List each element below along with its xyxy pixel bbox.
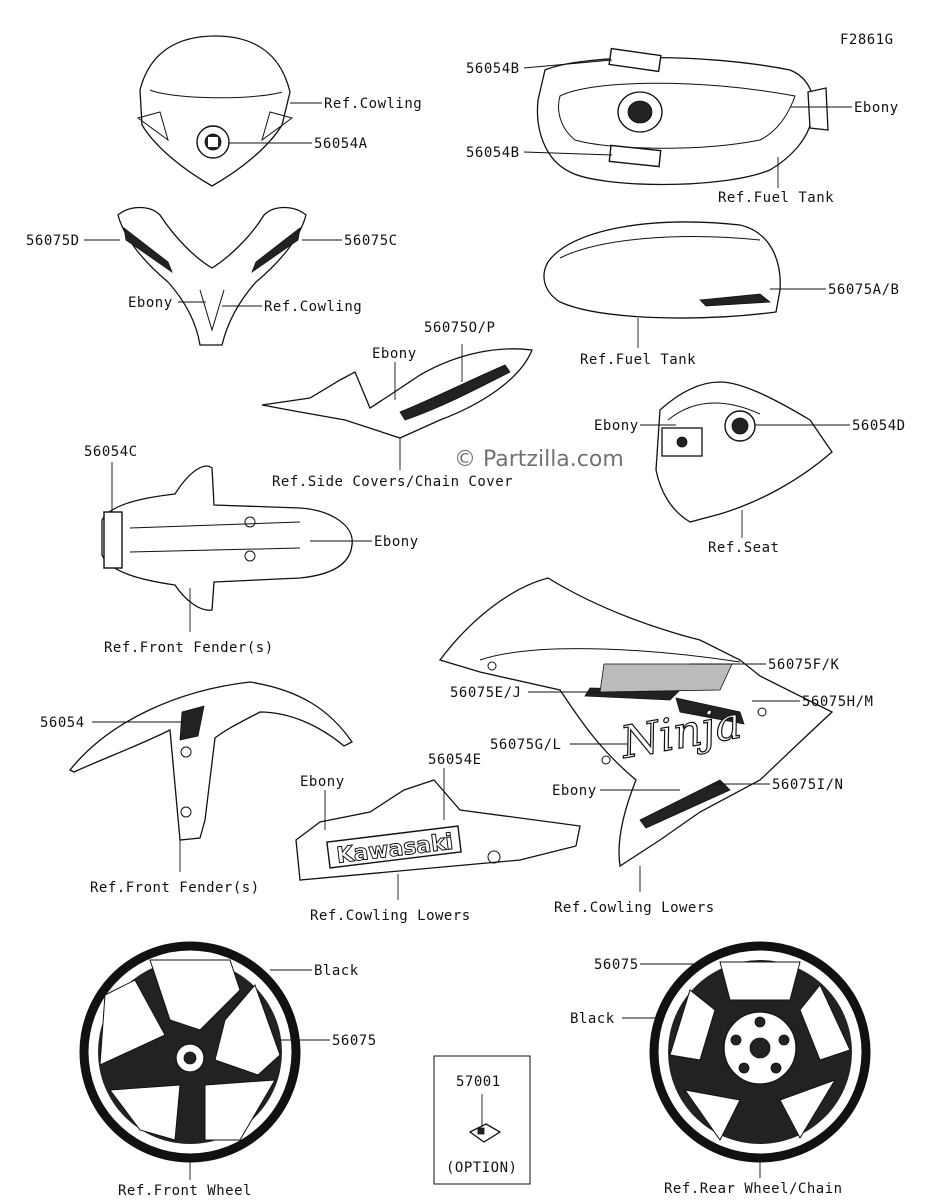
rear-wheel-part-label: 56075 (594, 957, 639, 973)
upper-cowl-right-label: 56075C (344, 233, 398, 249)
fender-top-ref-label: Ref.Front Fender(s) (104, 640, 274, 656)
fender-top-part-label: 56054C (84, 444, 138, 460)
rear-wheel-color-label: Black (570, 1011, 615, 1027)
side-ref-label: Ref.Cowling Lowers (554, 900, 715, 916)
lower-ref-label: Ref.Cowling Lowers (310, 908, 471, 924)
lower-part-label: 56054E (428, 752, 482, 768)
side-cover-part-label: 56075O/P (424, 320, 495, 336)
side-fairing[interactable]: Ninja (438, 577, 834, 868)
upper-cowl-ref-label: Ref.Cowling (264, 299, 362, 315)
diagram-code: F2861G (840, 32, 894, 48)
upper-cowl-left-label: 56075D (26, 233, 80, 249)
option-text-label: (OPTION) (446, 1160, 517, 1176)
lower-color-label: Ebony (300, 774, 345, 790)
upper-cowl-color-label: Ebony (128, 295, 173, 311)
option-part-label: 57001 (456, 1074, 501, 1090)
windscreen-part-label: 56054A (314, 136, 368, 152)
side-in-label: 56075I/N (772, 777, 843, 793)
tank-ref-label: Ref.Fuel Tank (718, 190, 834, 206)
side-ej-label: 56075E/J (450, 685, 521, 701)
side-hm-label: 56075H/M (802, 694, 873, 710)
cowling-lower[interactable]: Kawasaki (295, 779, 581, 881)
front-wheel-color-label: Black (314, 963, 359, 979)
seat-part-label: 56054D (852, 418, 906, 434)
watermark: © Partzilla.com (454, 447, 624, 472)
windscreen-emblem (196, 125, 230, 159)
front-wheel[interactable] (79, 941, 301, 1163)
upper-cowl[interactable] (117, 206, 307, 346)
fuel-tank-top[interactable] (536, 47, 829, 186)
windscreen[interactable] (136, 35, 294, 187)
front-fender-top[interactable] (101, 465, 353, 611)
seat-ref-label: Ref.Seat (708, 540, 779, 556)
side-cover-color-label: Ebony (372, 346, 417, 362)
front-wheel-ref-label: Ref.Front Wheel (118, 1183, 252, 1199)
windscreen-ref-label: Ref.Cowling (324, 96, 422, 112)
seat-color-label: Ebony (594, 418, 639, 434)
fender-top-color-label: Ebony (374, 534, 419, 550)
rear-wheel-ref-label: Ref.Rear Wheel/Chain (664, 1181, 843, 1197)
tank-side-cover[interactable] (543, 221, 781, 319)
tank-side-ref-label: Ref.Fuel Tank (580, 352, 696, 368)
seat-emblem (724, 410, 756, 442)
side-cover[interactable] (261, 348, 533, 439)
front-fender-side[interactable] (68, 681, 353, 841)
side-color-label: Ebony (552, 783, 597, 799)
side-cover-ref-label: Ref.Side Covers/Chain Cover (272, 474, 513, 490)
seat-cowl[interactable] (655, 381, 833, 523)
tank-top-part-2: 56054B (466, 145, 520, 161)
rear-wheel[interactable] (649, 941, 871, 1163)
side-gl-label: 56075G/L (490, 737, 561, 753)
option-box: 57001 (OPTION) (433, 1055, 531, 1185)
fender-side-ref-label: Ref.Front Fender(s) (90, 880, 260, 896)
tank-side-part-label: 56075A/B (828, 282, 899, 298)
front-wheel-part-label: 56075 (332, 1033, 377, 1049)
tank-top-part-1: 56054B (466, 61, 520, 77)
side-fk-label: 56075F/K (768, 657, 840, 673)
tank-color-label: Ebony (854, 100, 899, 116)
fender-side-part-label: 56054 (40, 715, 85, 731)
